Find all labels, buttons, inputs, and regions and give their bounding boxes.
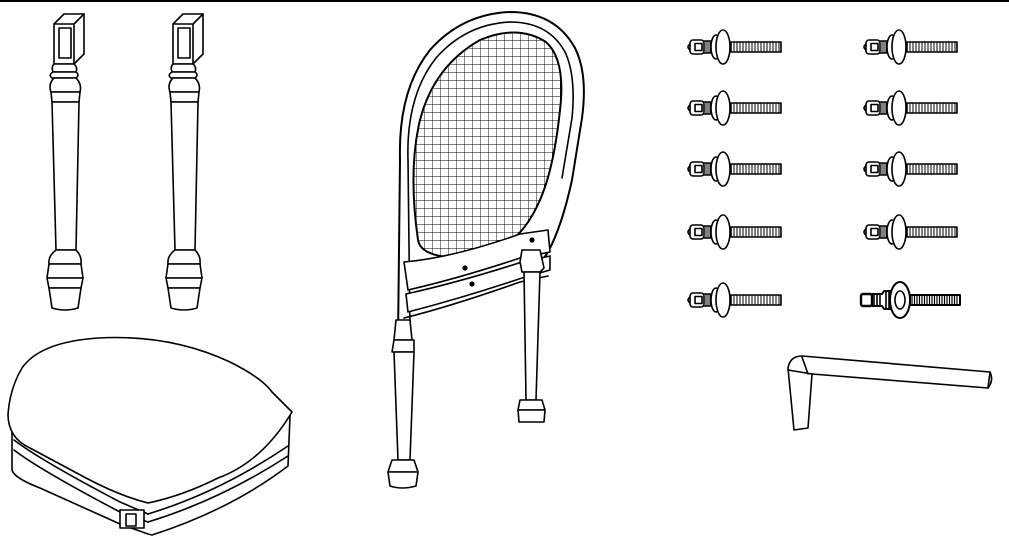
bolt-8 xyxy=(864,152,957,186)
front-leg-left xyxy=(47,14,84,310)
seat-cushion xyxy=(8,338,292,536)
bolt-with-lock-nut xyxy=(861,282,960,318)
bolt-4 xyxy=(688,215,781,249)
bolt-9 xyxy=(864,215,957,249)
bolt-2 xyxy=(688,91,781,125)
front-leg-right xyxy=(166,14,203,310)
bolt-6 xyxy=(864,30,957,64)
bolt-5 xyxy=(688,283,781,317)
bolt-1 xyxy=(688,30,781,64)
bolt-7 xyxy=(864,91,957,125)
bolt-3 xyxy=(688,152,781,186)
chair-back-frame xyxy=(388,12,584,488)
allen-key xyxy=(788,356,992,430)
